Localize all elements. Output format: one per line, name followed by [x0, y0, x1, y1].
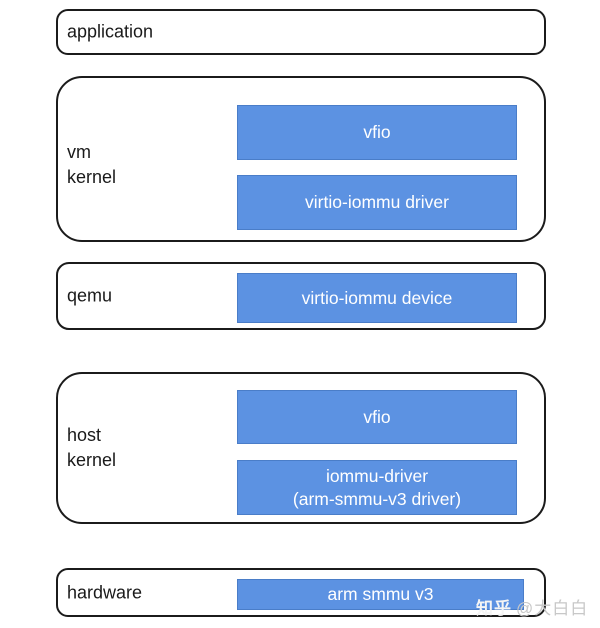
layer-label-application: application: [67, 21, 154, 42]
block-arm-smmu-v3: arm smmu v3: [237, 579, 524, 610]
layer-label-hardware: hardware: [67, 582, 143, 602]
layer-label-qemu: qemu: [67, 285, 113, 306]
layer-qemu: qemu virtio-iommu device: [56, 262, 546, 330]
watermark: 知乎@大白白: [476, 594, 588, 619]
layer-host-kernel: host kernel vfio iommu-driver (arm-smmu-…: [56, 372, 546, 524]
block-virtio-iommu-device-label: virtio-iommu device: [301, 287, 453, 308]
watermark-brand: 知乎: [476, 599, 512, 618]
layer-application: application: [56, 9, 546, 55]
vm-label-line2: kernel: [67, 167, 117, 187]
host-label-line2: kernel: [67, 450, 117, 470]
block-iommu-driver-line2: (arm-smmu-v3 driver): [292, 488, 462, 509]
layer-label-vm-kernel: vm kernel: [67, 140, 116, 190]
vm-label-line1: vm: [67, 142, 91, 162]
block-host-vfio: vfio: [237, 390, 517, 444]
layer-vm-kernel: vm kernel vfio virtio-iommu driver: [56, 76, 546, 242]
block-iommu-driver: iommu-driver (arm-smmu-v3 driver): [237, 460, 517, 515]
block-arm-smmu-v3-label: arm smmu v3: [327, 584, 434, 604]
block-host-vfio-label: vfio: [363, 406, 391, 427]
block-virtio-iommu-driver: virtio-iommu driver: [237, 175, 517, 230]
layer-hardware: hardware arm smmu v3: [56, 568, 546, 617]
block-guest-vfio-label: vfio: [363, 122, 391, 142]
block-virtio-iommu-driver-label: virtio-iommu driver: [305, 192, 449, 212]
block-virtio-iommu-device: virtio-iommu device: [237, 273, 517, 323]
layer-label-host-kernel: host kernel: [67, 423, 116, 473]
watermark-user: @大白白: [516, 599, 589, 618]
block-iommu-driver-line1: iommu-driver: [325, 465, 429, 486]
block-guest-vfio: vfio: [237, 105, 517, 160]
host-label-line1: host: [67, 425, 102, 445]
